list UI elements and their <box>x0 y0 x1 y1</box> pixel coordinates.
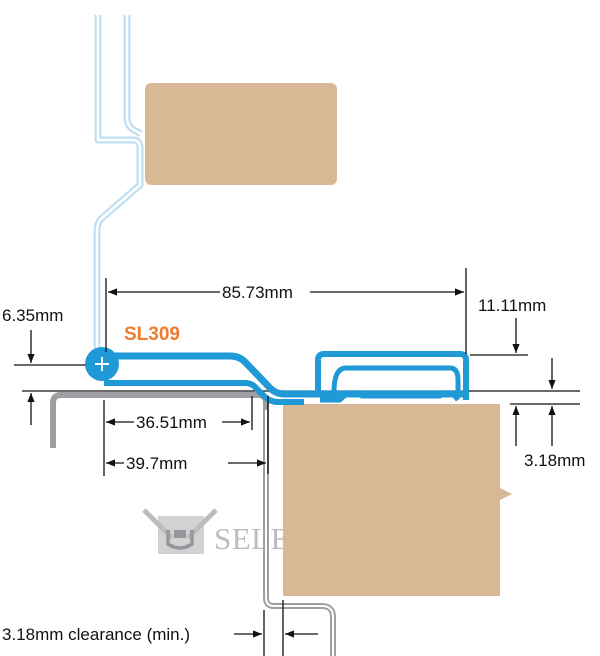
dimension-arrows <box>27 288 556 638</box>
dim-inner-width: 36.51mm <box>136 413 207 432</box>
dimension-guides <box>103 268 580 656</box>
open-position-hinge-outline <box>93 15 144 358</box>
dim-right-upper: 11.11mm <box>478 296 546 315</box>
dim-top-width: 85.73mm <box>222 283 293 302</box>
select-hinges-logo-icon <box>142 508 218 554</box>
closed-hinge <box>85 347 469 405</box>
dim-outer-width: 39.7mm <box>126 454 187 473</box>
open-door-panel <box>145 83 337 185</box>
dim-clearance: 3.18mm clearance (min.) <box>2 625 190 644</box>
closed-door-panel <box>283 404 512 596</box>
dim-right-lower: 3.18mm <box>524 451 585 470</box>
pivot-crosshair-icon <box>95 357 109 371</box>
dim-left-offset: 6.35mm <box>2 306 63 325</box>
model-label: SL309 <box>124 324 180 345</box>
frame-inner-line <box>265 410 334 656</box>
